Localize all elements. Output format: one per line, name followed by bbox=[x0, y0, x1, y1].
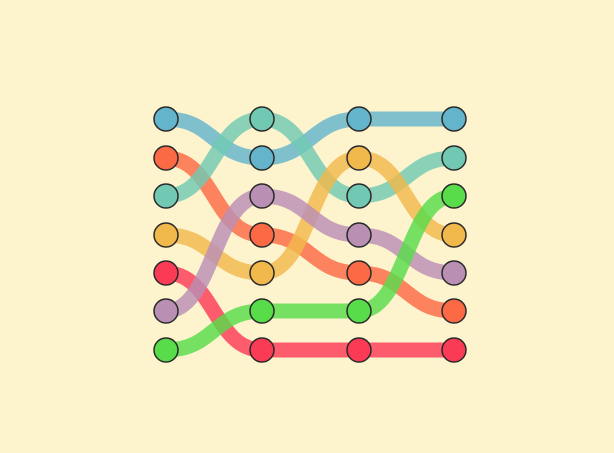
node-red-col4[interactable] bbox=[441, 337, 467, 363]
node-green-col2[interactable] bbox=[249, 298, 275, 324]
link-teal-2 bbox=[254, 111, 367, 204]
node-orange-col2[interactable] bbox=[249, 222, 275, 248]
node-green-col4[interactable] bbox=[441, 183, 467, 209]
node-mauve-col2[interactable] bbox=[249, 183, 275, 209]
node-blue-col4[interactable] bbox=[441, 106, 467, 132]
node-teal-col2[interactable] bbox=[249, 106, 275, 132]
node-green-col1[interactable] bbox=[153, 337, 179, 363]
node-red-col3[interactable] bbox=[346, 337, 372, 363]
node-amber-col3[interactable] bbox=[346, 145, 372, 171]
link-teal-1 bbox=[158, 111, 270, 204]
link-mauve-2 bbox=[254, 188, 367, 243]
link-blue-2 bbox=[254, 111, 367, 166]
node-orange-col3[interactable] bbox=[346, 260, 372, 286]
node-teal-col1[interactable] bbox=[153, 183, 179, 209]
link-green-1 bbox=[158, 303, 270, 358]
node-blue-col3[interactable] bbox=[346, 106, 372, 132]
node-red-col2[interactable] bbox=[249, 337, 275, 363]
node-red-col1[interactable] bbox=[153, 260, 179, 286]
node-amber-col4[interactable] bbox=[441, 222, 467, 248]
node-green-col3[interactable] bbox=[346, 298, 372, 324]
link-orange-3 bbox=[351, 265, 462, 319]
link-orange-2 bbox=[254, 227, 367, 281]
node-mauve-col4[interactable] bbox=[441, 260, 467, 286]
link-red-1 bbox=[158, 265, 270, 358]
node-teal-col3[interactable] bbox=[346, 183, 372, 209]
node-mauve-col1[interactable] bbox=[153, 298, 179, 324]
path-nodes bbox=[153, 106, 467, 363]
node-teal-col4[interactable] bbox=[441, 145, 467, 171]
link-mauve-1 bbox=[158, 188, 270, 319]
link-blue-1 bbox=[158, 111, 270, 166]
node-amber-col1[interactable] bbox=[153, 222, 179, 248]
node-amber-col2[interactable] bbox=[249, 260, 275, 286]
link-green-3 bbox=[351, 188, 462, 319]
node-blue-col1[interactable] bbox=[153, 106, 179, 132]
path-links bbox=[158, 111, 462, 358]
link-teal-3 bbox=[351, 150, 462, 204]
link-amber-3 bbox=[351, 150, 462, 243]
node-blue-col2[interactable] bbox=[249, 145, 275, 171]
node-orange-col1[interactable] bbox=[153, 145, 179, 171]
node-orange-col4[interactable] bbox=[441, 298, 467, 324]
node-mauve-col3[interactable] bbox=[346, 222, 372, 248]
link-orange-1 bbox=[158, 150, 270, 243]
